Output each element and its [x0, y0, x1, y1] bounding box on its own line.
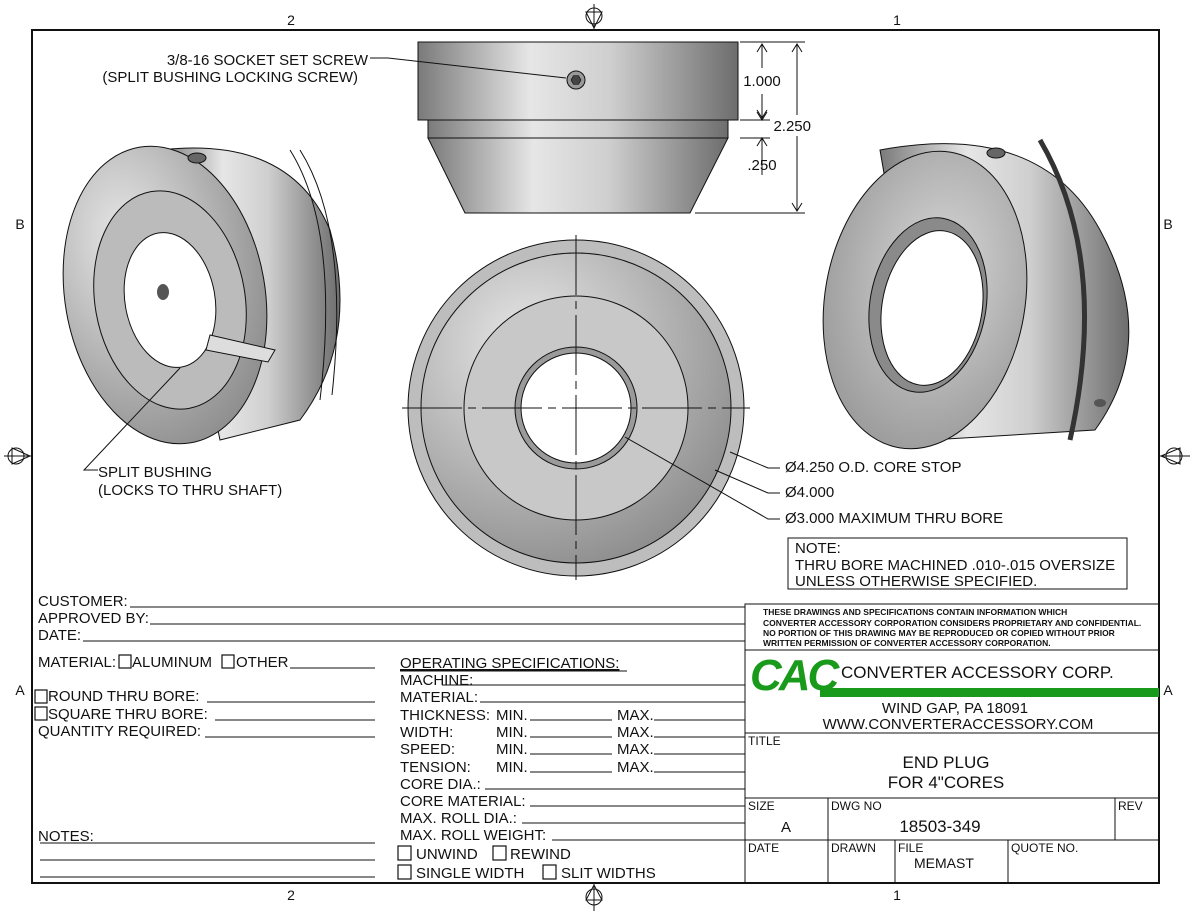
callout-split-bushing-sub: (LOCKS TO THRU SHAFT) — [98, 482, 282, 499]
thickness-label: THICKNESS: — [400, 707, 490, 724]
zone-label: 1 — [893, 887, 901, 903]
file-label: FILE — [898, 841, 923, 855]
date-label: DATE — [748, 841, 779, 855]
other-checkbox[interactable] — [221, 654, 235, 669]
width-label: WIDTH: — [400, 724, 453, 741]
note-box — [787, 537, 1128, 590]
slit-widths-label: SLIT WIDTHS — [561, 865, 656, 882]
max-field[interactable]: MAX. — [617, 741, 654, 758]
cac-logo: CAC — [750, 651, 1159, 700]
zone-label: B — [1163, 216, 1172, 232]
drawing-title: FOR 4"CORES — [888, 773, 1005, 792]
notes-field[interactable]: NOTES: — [38, 828, 94, 845]
material-field[interactable]: MATERIAL: — [400, 689, 478, 706]
proprietary-notice: THESE DRAWINGS AND SPECIFICATIONS CONTAI… — [763, 607, 1067, 617]
date-field[interactable]: DATE: — [38, 627, 81, 644]
core-material-field[interactable]: CORE MATERIAL: — [400, 793, 526, 810]
material-label: MATERIAL: — [38, 654, 116, 671]
left-isometric-view — [62, 145, 341, 445]
company-website[interactable]: WWW.CONVERTERACCESSORY.COM — [823, 716, 1094, 733]
dim-top-height: 1.000 — [743, 73, 781, 90]
tension-label: TENSION: — [400, 759, 471, 776]
title-label: TITLE — [748, 734, 781, 748]
single-width-checkbox[interactable] — [397, 864, 412, 880]
other-label: OTHER — [236, 654, 289, 671]
company-name: CONVERTER ACCESSORY CORP. — [841, 663, 1114, 682]
rev-label: REV — [1118, 799, 1143, 813]
machine-field[interactable]: MACHINE: — [400, 672, 473, 689]
drawing-title: END PLUG — [903, 753, 990, 772]
proprietary-notice: NO PORTION OF THIS DRAWING MAY BE REPROD… — [763, 628, 1115, 638]
zone-label: 1 — [893, 12, 901, 28]
zone-label: B — [15, 216, 24, 232]
aluminum-label: ALUMINUM — [132, 654, 212, 671]
callout-od-core-stop: Ø4.250 O.D. CORE STOP — [785, 459, 961, 476]
approved-by-field[interactable]: APPROVED BY: — [38, 610, 149, 627]
callout-split-bushing: SPLIT BUSHING — [98, 464, 212, 481]
dwg-no-value: 18503-349 — [899, 817, 980, 836]
zone-label: A — [1163, 682, 1173, 698]
speed-label: SPEED: — [400, 741, 455, 758]
right-isometric-view — [822, 138, 1130, 450]
max-roll-weight-field[interactable]: MAX. ROLL WEIGHT: — [400, 827, 546, 844]
min-field[interactable]: MIN. — [496, 707, 528, 724]
proprietary-notice: WRITTEN PERMISSION OF CONVERTER ACCESSOR… — [763, 638, 1051, 648]
min-field[interactable]: MIN. — [496, 724, 528, 741]
dim-step: .250 — [747, 157, 776, 174]
form-lines — [40, 606, 745, 878]
note-line: UNLESS OTHERWISE SPECIFIED. — [795, 573, 1037, 590]
quantity-field[interactable]: QUANTITY REQUIRED: — [38, 723, 201, 740]
rewind-checkbox[interactable] — [492, 845, 507, 861]
callout-set-screw-sub: (SPLIT BUSHING LOCKING SCREW) — [102, 69, 358, 86]
slit-widths-checkbox[interactable] — [542, 864, 557, 880]
zone-label: 2 — [287, 887, 295, 903]
leader-line — [370, 57, 567, 79]
size-label: SIZE — [748, 799, 775, 813]
front-view — [402, 235, 750, 580]
callout-dia-4: Ø4.000 — [785, 484, 834, 501]
size-value: A — [781, 819, 791, 836]
note-line: THRU BORE MACHINED .010-.015 OVERSIZE — [795, 557, 1115, 574]
quote-no-label: QUOTE NO. — [1011, 841, 1078, 855]
callout-thru-bore: Ø3.000 MAXIMUM THRU BORE — [785, 510, 1003, 527]
zone-label: 2 — [287, 12, 295, 28]
min-field[interactable]: MIN. — [496, 741, 528, 758]
max-field[interactable]: MAX. — [617, 707, 654, 724]
max-roll-dia-field[interactable]: MAX. ROLL DIA.: — [400, 810, 517, 827]
file-value: MEMAST — [914, 855, 974, 871]
leader-lines — [624, 436, 780, 520]
unwind-label: UNWIND — [416, 846, 478, 863]
min-field[interactable]: MIN. — [496, 759, 528, 776]
dwg-no-label: DWG NO — [831, 799, 882, 813]
zone-label: A — [15, 682, 25, 698]
square-bore-label: SQUARE THRU BORE: — [48, 706, 208, 723]
drawn-label: DRAWN — [831, 841, 876, 855]
elevation-view — [417, 41, 739, 214]
company-address: WIND GAP, PA 18091 — [882, 700, 1028, 717]
unwind-checkbox[interactable] — [397, 845, 412, 861]
note-label: NOTE: — [795, 540, 841, 557]
core-dia-field[interactable]: CORE DIA.: — [400, 776, 481, 793]
square-bore-checkbox[interactable] — [34, 706, 48, 721]
leader-line — [82, 367, 181, 471]
max-field[interactable]: MAX. — [617, 724, 654, 741]
customer-field[interactable]: CUSTOMER: — [38, 593, 128, 610]
round-bore-checkbox[interactable] — [34, 689, 48, 704]
round-bore-label: ROUND THRU BORE: — [48, 688, 199, 705]
dim-overall-height: 2.250 — [773, 118, 811, 135]
rewind-label: REWIND — [510, 846, 571, 863]
center-mark-arrows — [4, 4, 1190, 911]
operating-specs-heading: OPERATING SPECIFICATIONS: — [400, 655, 619, 672]
single-width-label: SINGLE WIDTH — [416, 865, 524, 882]
proprietary-notice: CONVERTER ACCESSORY CORPORATION CONSIDER… — [763, 618, 1141, 628]
callout-set-screw: 3/8-16 SOCKET SET SCREW — [167, 52, 369, 69]
title-block — [744, 603, 1160, 884]
dimension-lines — [695, 41, 805, 214]
max-field[interactable]: MAX. — [617, 759, 654, 776]
aluminum-checkbox[interactable] — [118, 654, 132, 669]
